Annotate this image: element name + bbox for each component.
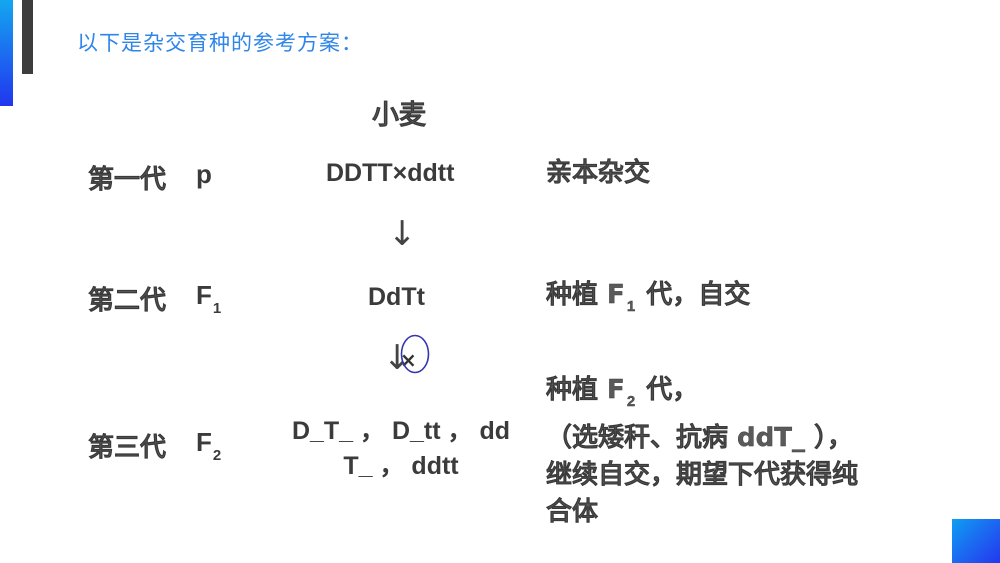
species-heading: 小麦 — [372, 100, 426, 131]
genotype-line: D_T_ ， D_tt ， dd — [291, 417, 511, 445]
note-subscript: 1 — [626, 298, 636, 315]
down-arrow-icon: ↓ — [383, 338, 412, 378]
decorative-blue-bar — [0, 0, 13, 106]
generation-1-note: 亲本杂交 — [546, 158, 651, 188]
annotation-circle-icon — [400, 334, 430, 374]
note-text: 种植 F — [546, 375, 625, 405]
symbol-letter: F — [196, 280, 212, 310]
generation-2-symbol: F1 — [196, 280, 221, 317]
generation-2-genotype: DdTt — [368, 283, 425, 311]
generation-1-label: 第一代 — [88, 165, 167, 195]
genotype-line: T_ ， ddtt — [343, 452, 459, 480]
note-text: 种植 F — [546, 280, 625, 310]
generation-3-label: 第三代 — [88, 433, 167, 463]
symbol-subscript: 1 — [212, 300, 222, 317]
generation-2-label: 第二代 — [88, 286, 167, 316]
generation-3-symbol: F2 — [196, 427, 221, 464]
intro-title: 以下是杂交育种的参考方案： — [77, 31, 363, 55]
generation-3-genotypes: D_T_ ， D_tt ， dd T_ ， ddtt — [272, 414, 530, 484]
note-line: 继续自交，期望下代获得纯 — [546, 460, 859, 490]
note-line: 合体 — [546, 497, 599, 527]
note-subscript: 2 — [626, 393, 636, 410]
note-line: （选矮秆、抗病 ddT_ ）， — [546, 423, 854, 453]
generation-1-symbol: p — [196, 159, 212, 190]
generation-1-genotype: DDTT×ddtt — [326, 159, 455, 187]
symbol-subscript: 2 — [212, 447, 222, 464]
note-text: 代， — [637, 375, 699, 405]
decorative-gray-bar — [22, 0, 33, 74]
decorative-corner-square — [952, 519, 1000, 563]
down-arrow-icon: ↓ — [388, 214, 417, 254]
symbol-letter: p — [196, 159, 212, 189]
note-text: 代，自交 — [637, 280, 751, 310]
symbol-letter: F — [196, 427, 212, 457]
